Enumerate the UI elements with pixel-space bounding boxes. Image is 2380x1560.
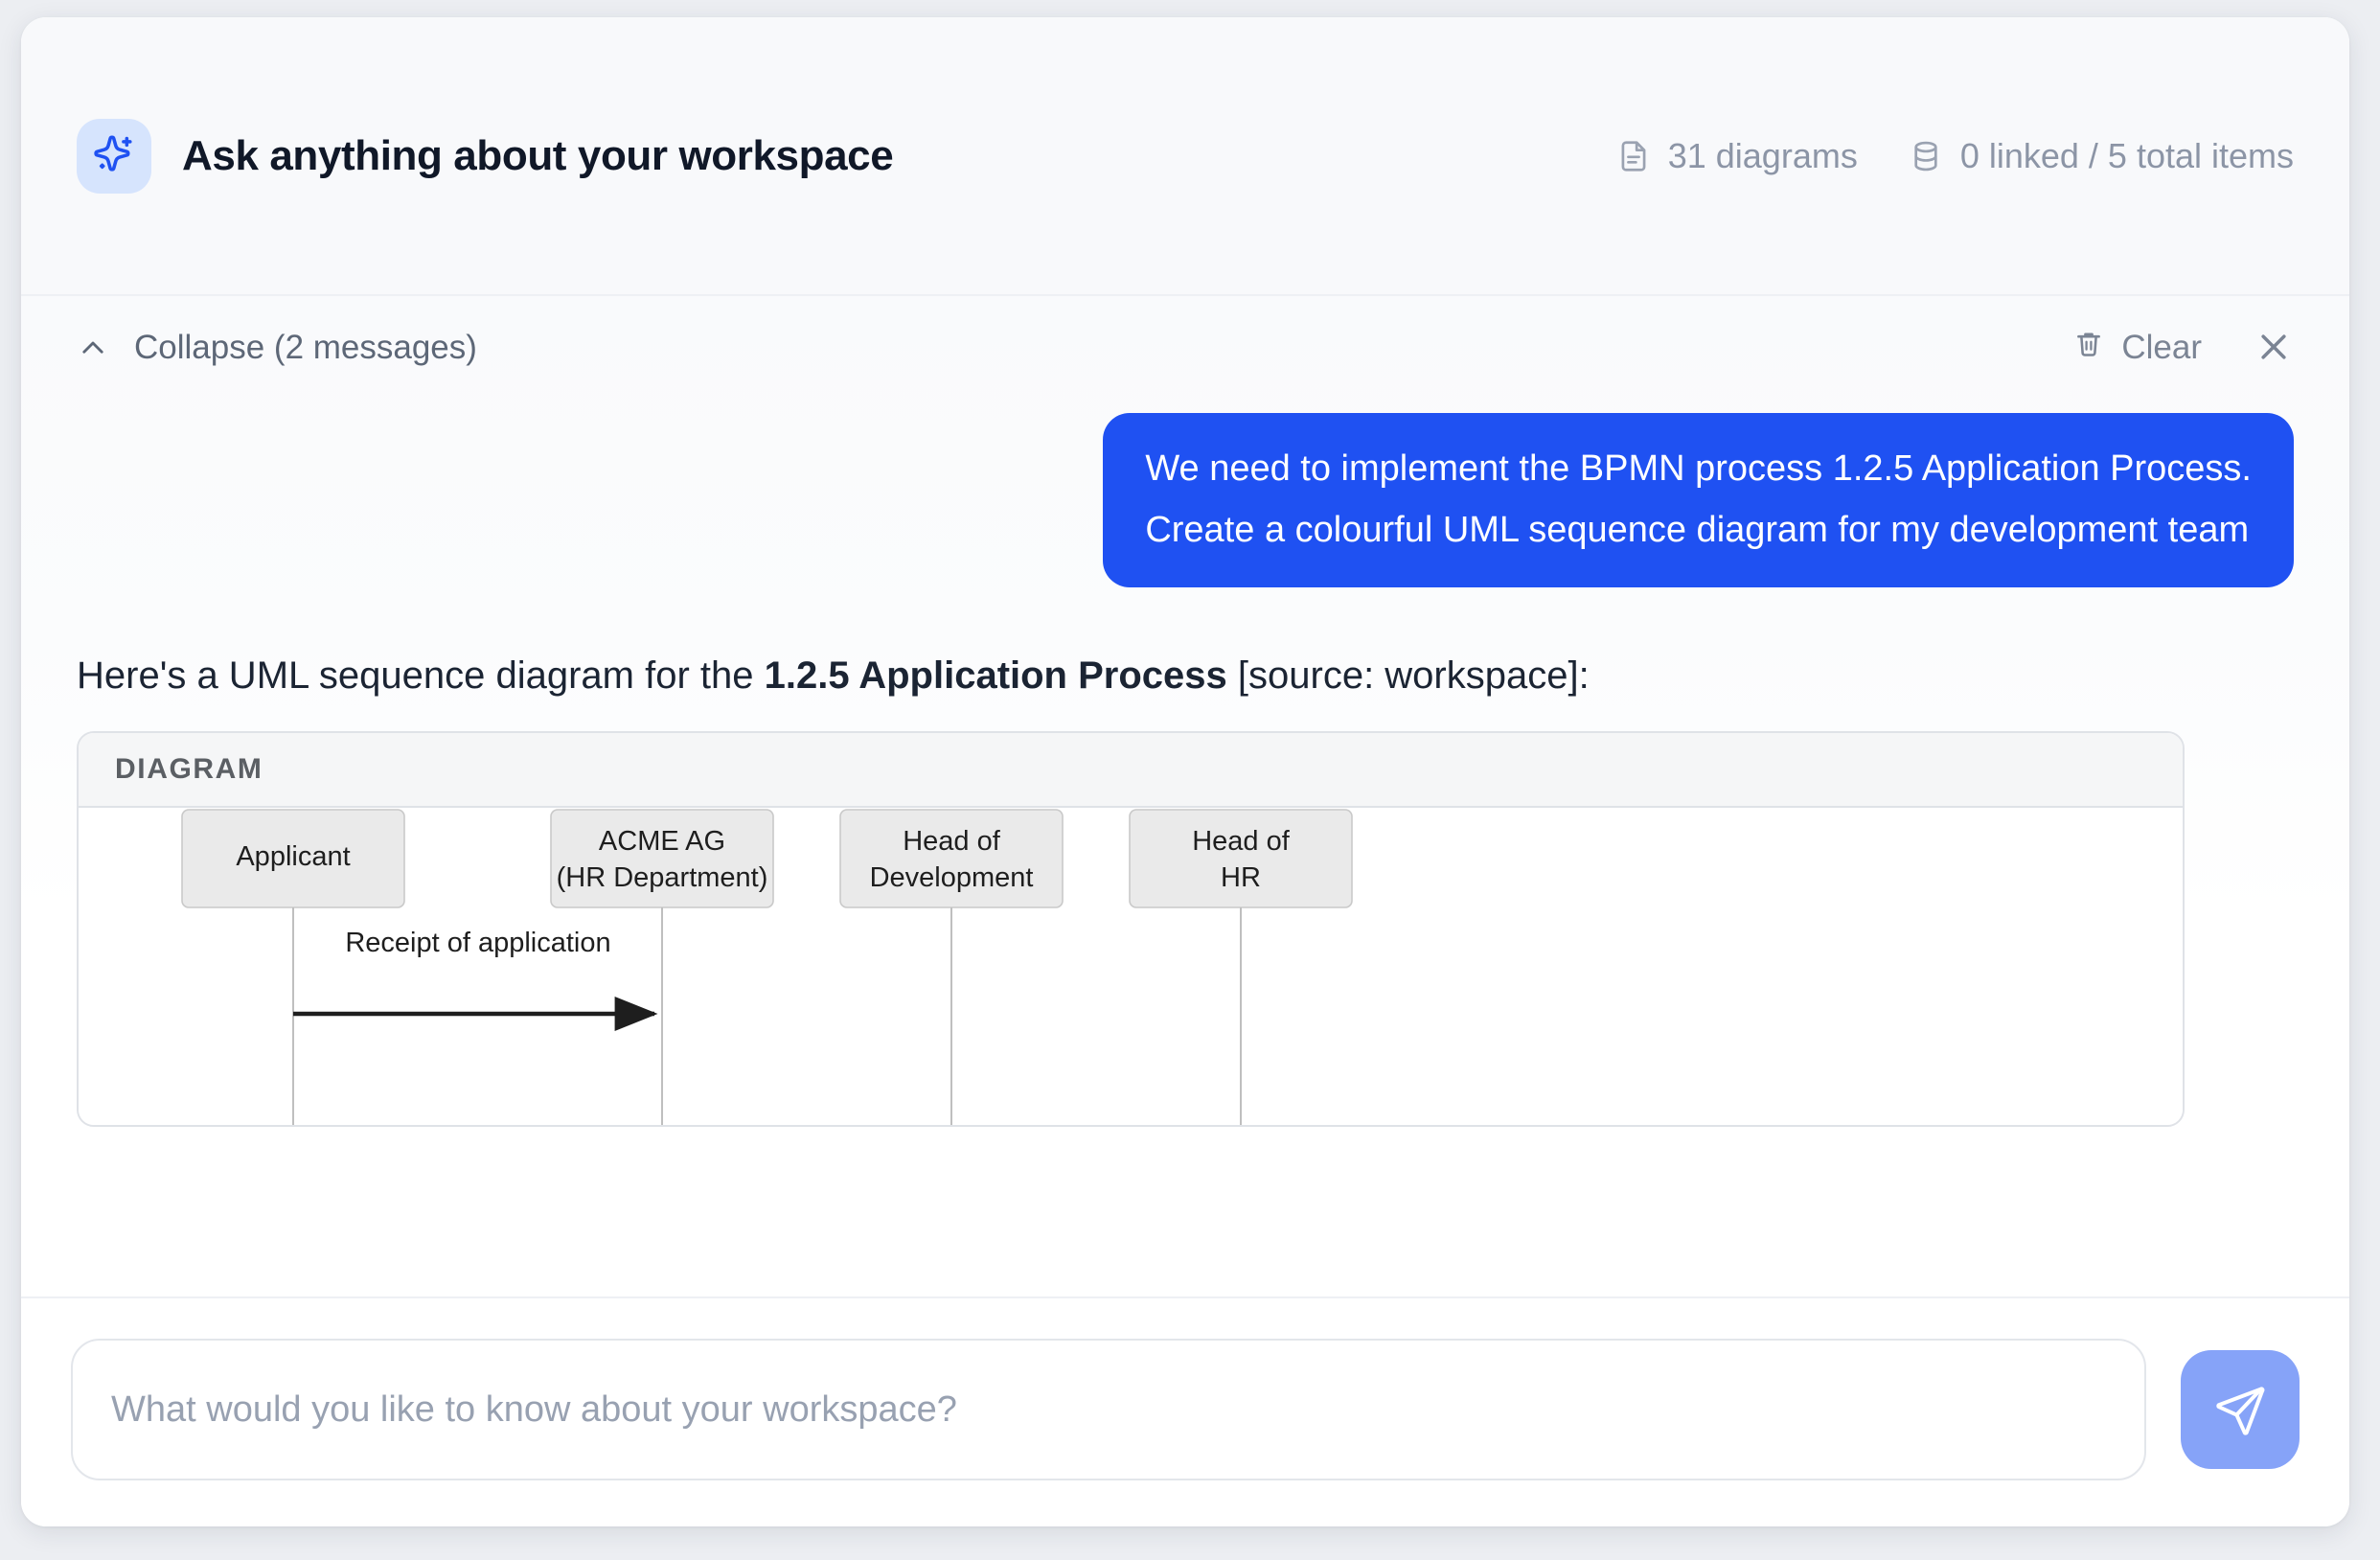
send-icon: [2213, 1383, 2267, 1436]
user-message-line-2: Create a colourful UML sequence diagram …: [1145, 510, 2250, 551]
user-message-line-1: We need to implement the BPMN process 1.…: [1145, 448, 2252, 489]
assistant-text-prefix: Here's a UML sequence diagram for the: [77, 654, 765, 698]
sequence-message-receipt-of-application: Receipt of application: [293, 928, 658, 1032]
assistant-text-suffix: [source: workspace]:: [1226, 654, 1590, 698]
diagram-card[interactable]: DIAGRAM Applicant: [77, 731, 2185, 1128]
chevron-up-icon: [77, 332, 109, 364]
diagram-card-header: DIAGRAM: [79, 733, 2183, 809]
send-button[interactable]: [2181, 1350, 2300, 1469]
assistant-text-emphasis: 1.2.5 Application Process: [764, 654, 1227, 698]
clear-button[interactable]: Clear: [2072, 328, 2202, 369]
conversation-actions: Clear: [2072, 327, 2294, 370]
lifeline-head-of-hr: Head of HR: [1129, 809, 1353, 1126]
conversation-toolbar: Collapse (2 messages) Clear: [21, 296, 2349, 400]
user-message-bubble: We need to implement the BPMN process 1.…: [1103, 413, 2294, 588]
document-icon: [1615, 138, 1652, 174]
svg-text:Head of: Head of: [1192, 826, 1291, 857]
header-stats: 31 diagrams 0 linked / 5 total items: [1615, 136, 2294, 176]
chat-input[interactable]: [71, 1339, 2146, 1480]
clear-label: Clear: [2121, 329, 2202, 366]
close-icon: [2254, 327, 2294, 370]
svg-text:Receipt of application: Receipt of application: [345, 928, 610, 958]
svg-text:Development: Development: [870, 862, 1034, 893]
lifeline-head-of-development: Head of Development: [839, 809, 1064, 1126]
sparkle-icon: [77, 118, 151, 194]
conversation-area: Collapse (2 messages) Clear: [21, 296, 2349, 1296]
panel-header: Ask anything about your workspace 31 dia…: [21, 17, 2349, 296]
trash-icon: [2072, 328, 2105, 369]
svg-text:Head of: Head of: [903, 826, 1001, 857]
brand: Ask anything about your workspace: [77, 118, 894, 194]
diagram-canvas[interactable]: Applicant ACME AG (HR Department): [79, 808, 2183, 1126]
assistant-panel: Ask anything about your workspace 31 dia…: [21, 17, 2349, 1526]
assistant-message-text: Here's a UML sequence diagram for the 1.…: [77, 651, 2294, 700]
lifeline-acme-ag-hr-department: ACME AG (HR Department): [550, 809, 774, 1126]
svg-text:HR: HR: [1221, 862, 1261, 893]
svg-text:Applicant: Applicant: [236, 841, 350, 872]
composer: [21, 1296, 2349, 1526]
message-row-user: We need to implement the BPMN process 1.…: [77, 413, 2294, 588]
lifeline-applicant: Applicant: [181, 809, 405, 1126]
stat-diagrams: 31 diagrams: [1615, 136, 1858, 176]
collapse-button[interactable]: Collapse (2 messages): [77, 329, 477, 367]
stat-items: 0 linked / 5 total items: [1908, 136, 2294, 176]
diagram-card-label: DIAGRAM: [115, 753, 263, 786]
svg-text:(HR Department): (HR Department): [557, 862, 768, 893]
svg-text:ACME AG: ACME AG: [599, 826, 725, 857]
stat-items-label: 0 linked / 5 total items: [1959, 135, 2294, 175]
page-title: Ask anything about your workspace: [182, 131, 894, 179]
database-icon: [1908, 138, 1944, 174]
stat-diagrams-label: 31 diagrams: [1667, 135, 1858, 175]
message-list: We need to implement the BPMN process 1.…: [21, 413, 2349, 1128]
collapse-label: Collapse (2 messages): [134, 329, 477, 366]
close-button[interactable]: [2254, 327, 2294, 370]
